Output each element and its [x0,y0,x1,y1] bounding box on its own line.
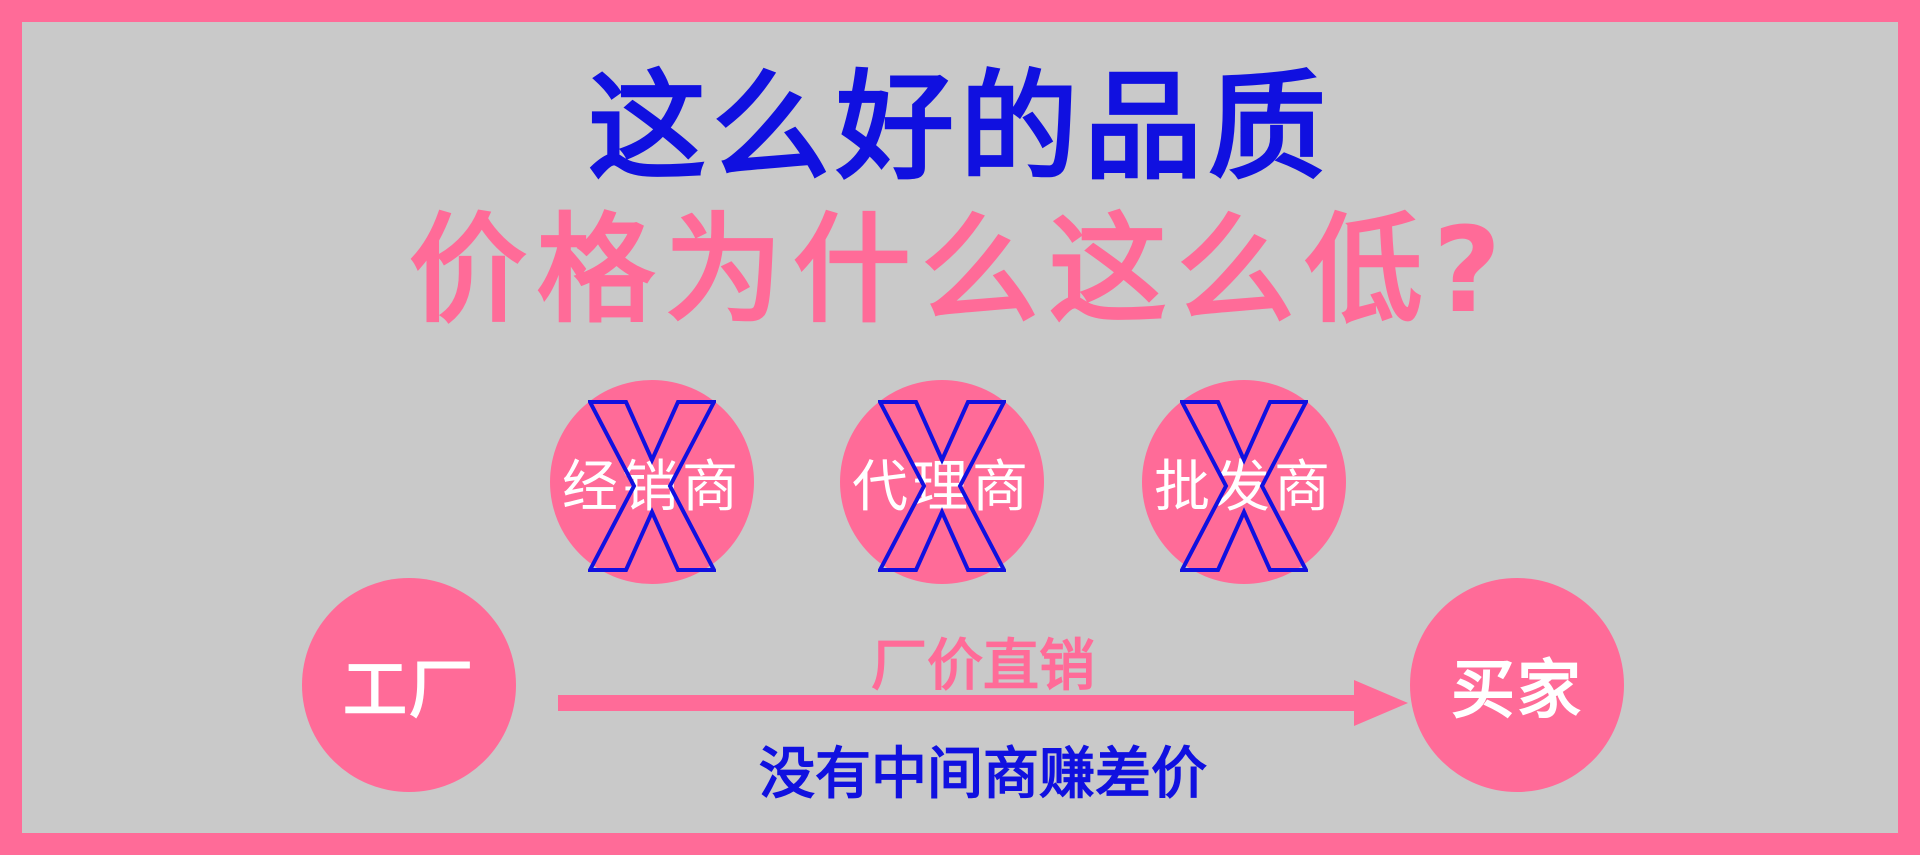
headline-quality: 这么好的品质 [587,58,1332,196]
factory-circle: 工厂 [302,578,516,792]
middleman-label: 批发商 [1154,454,1334,520]
cross-icon [1180,400,1308,572]
middleman-label: 经销商 [562,454,742,520]
buyer-label: 买家 [1451,654,1583,728]
middleman-wholesaler: 批发商 [1142,380,1346,584]
middleman-agent: 代理商 [840,380,1044,584]
cross-icon [588,400,716,572]
arrow-right-icon [558,680,1408,726]
buyer-circle: 买家 [1410,578,1624,792]
middleman-label: 代理商 [852,454,1032,520]
headline-price-question: 价格为什么这么低? [408,201,1512,339]
cross-icon [878,400,1006,572]
factory-label: 工厂 [343,654,475,728]
no-middleman-text: 没有中间商赚差价 [759,742,1207,807]
middleman-distributor: 经销商 [550,380,754,584]
direct-sale-text: 厂价直销 [871,634,1095,699]
